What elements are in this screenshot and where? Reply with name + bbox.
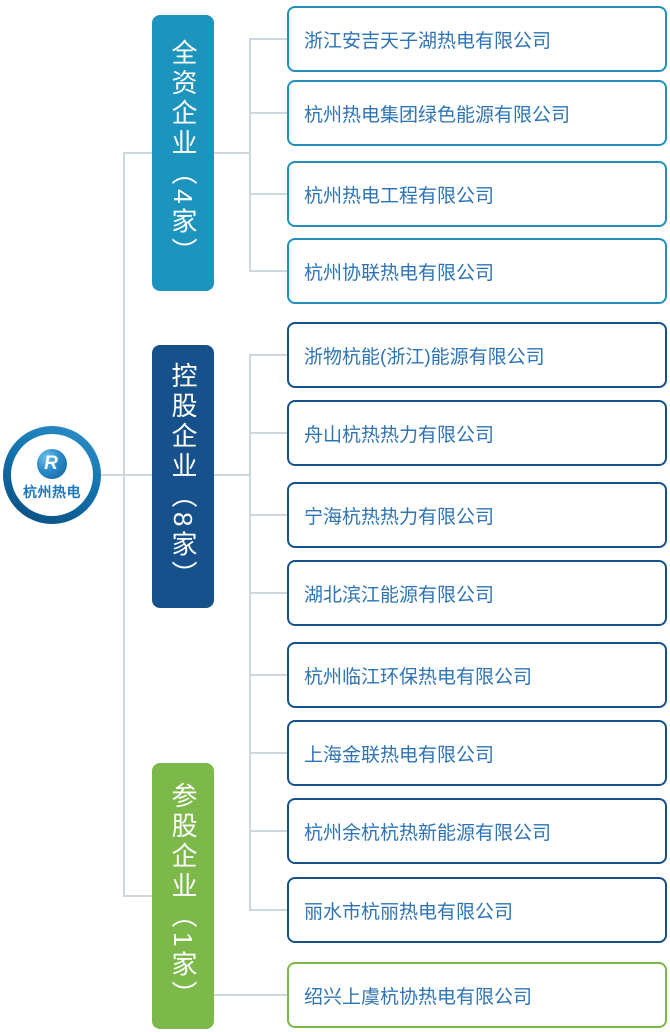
company-node: 杭州热电集团绿色能源有限公司 (287, 80, 667, 146)
connector-stub-company8 (249, 592, 287, 594)
company-logo-icon: R (37, 448, 67, 479)
connector-stub-company5 (249, 354, 287, 356)
company-name: 丽水市杭丽热电有限公司 (304, 901, 514, 923)
connector-stub-company10 (249, 752, 287, 754)
company-name: 舟山杭热热力有限公司 (304, 424, 495, 446)
root-node-inner: R 杭州热电 (11, 434, 93, 516)
company-name: 宁海杭热热力有限公司 (304, 506, 495, 528)
connector-stub-company4 (249, 270, 287, 272)
connector-left-trunk (123, 152, 125, 897)
company-name: 杭州热电集团绿色能源有限公司 (304, 104, 571, 126)
connector-root-to-trunk (98, 474, 152, 476)
company-name: 杭州协联热电有限公司 (304, 262, 495, 284)
company-name: 浙物杭能(浙江)能源有限公司 (304, 346, 545, 368)
connector-stub-company6 (249, 432, 287, 434)
connector-trunk-to-group3 (123, 895, 152, 897)
company-node: 绍兴上虞杭协热电有限公司 (287, 962, 667, 1028)
company-name: 湖北滨江能源有限公司 (304, 584, 495, 606)
company-node: 杭州协联热电有限公司 (287, 238, 667, 304)
company-node: 湖北滨江能源有限公司 (287, 560, 667, 626)
connector-stub-company1 (249, 38, 287, 40)
connector-group2-to-children (213, 474, 251, 476)
company-name: 上海金联热电有限公司 (304, 744, 495, 766)
company-node: 宁海杭热热力有限公司 (287, 482, 667, 548)
company-node: 上海金联热电有限公司 (287, 720, 667, 786)
company-name: 杭州临江环保热电有限公司 (304, 666, 533, 688)
connector-stub-company12 (249, 909, 287, 911)
connector-stub-company7 (249, 514, 287, 516)
group-holding-label: 控股企业（8家） (168, 362, 198, 591)
root-node-label: 杭州热电 (23, 483, 81, 500)
group-wholly-owned-label: 全资企业（4家） (168, 38, 198, 268)
company-node: 杭州临江环保热电有限公司 (287, 642, 667, 708)
connector-stub-company9 (249, 674, 287, 676)
connector-group2-trunk (249, 354, 251, 911)
root-node: R 杭州热电 (3, 426, 101, 524)
group-holding: 控股企业（8家） (152, 345, 214, 608)
connector-trunk-to-group1 (123, 152, 152, 154)
company-name: 浙江安吉天子湖热电有限公司 (304, 30, 552, 52)
logo-letter: R (44, 453, 58, 474)
company-node: 丽水市杭丽热电有限公司 (287, 877, 667, 943)
company-node: 杭州余杭杭热新能源有限公司 (287, 798, 667, 864)
company-name: 杭州热电工程有限公司 (304, 185, 495, 207)
company-node: 浙江安吉天子湖热电有限公司 (287, 6, 667, 72)
company-node: 舟山杭热热力有限公司 (287, 400, 667, 466)
company-node: 浙物杭能(浙江)能源有限公司 (287, 322, 667, 388)
group-wholly-owned: 全资企业（4家） (152, 15, 214, 291)
connector-stub-company3 (249, 193, 287, 195)
company-name: 绍兴上虞杭协热电有限公司 (304, 986, 533, 1008)
group-participating: 参股企业（1家） (152, 763, 214, 1029)
connector-stub-company11 (249, 830, 287, 832)
connector-group1-to-children (213, 152, 251, 154)
company-name: 杭州余杭杭热新能源有限公司 (304, 822, 552, 844)
connector-stub-company13 (213, 994, 287, 996)
connector-stub-company2 (249, 112, 287, 114)
group-participating-label: 参股企业（1家） (168, 781, 198, 1011)
connector-group1-trunk (249, 38, 251, 272)
company-node: 杭州热电工程有限公司 (287, 161, 667, 227)
